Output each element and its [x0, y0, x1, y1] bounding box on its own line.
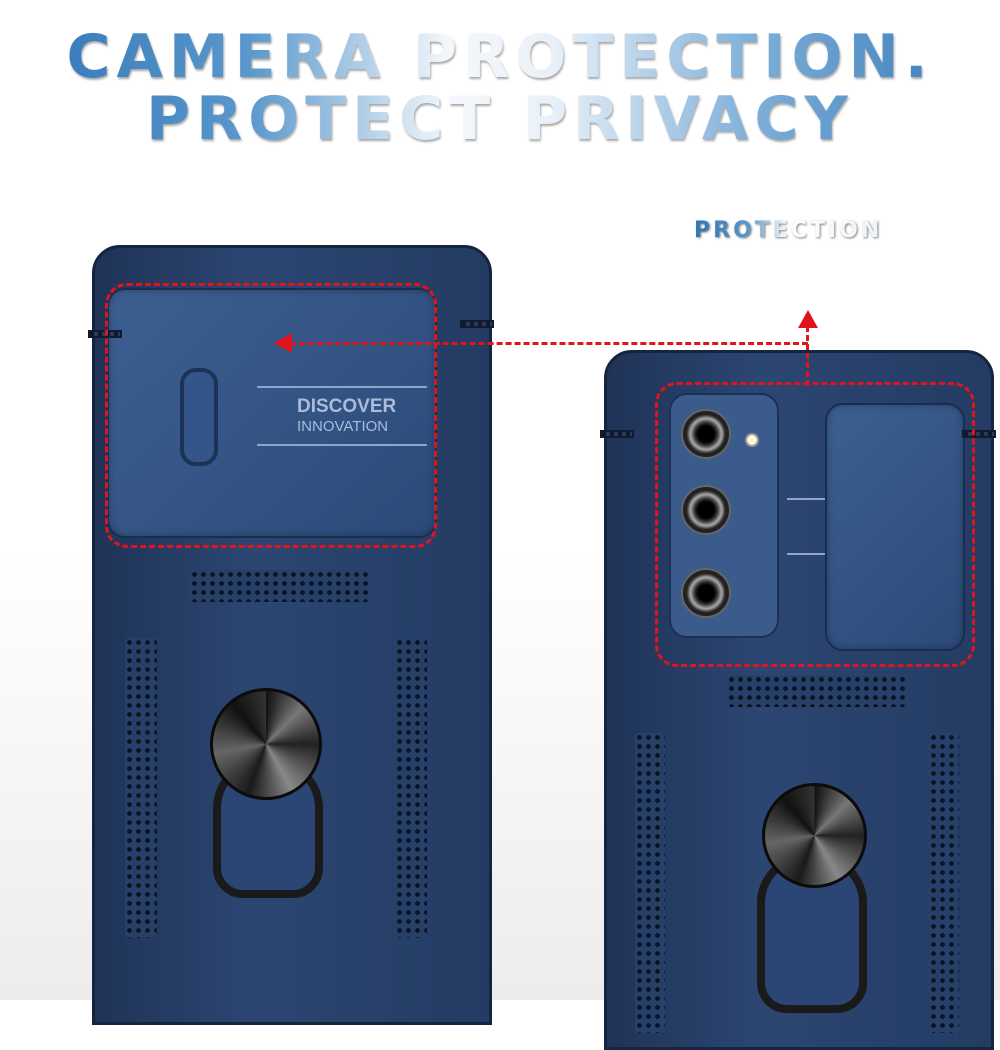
case-logo-line-2: INNOVATION: [297, 418, 389, 435]
camera-slider-closed: [107, 288, 437, 538]
slider-knob: [180, 368, 218, 466]
headline-line-1: CAMERA PROTECTION.: [0, 22, 1000, 92]
divider: [257, 386, 427, 388]
grip-mesh: [125, 638, 157, 938]
camera-lens: [681, 485, 731, 535]
phone-case-closed-camera: DISCOVER INNOVATION: [92, 245, 492, 1025]
side-grip: [460, 320, 494, 328]
grip-mesh: [727, 675, 907, 707]
ring-holder: [210, 688, 322, 800]
arrow-line: [806, 326, 809, 386]
grip-mesh: [635, 733, 665, 1033]
arrow-up-icon: [798, 310, 818, 328]
side-grip: [962, 430, 996, 438]
divider: [787, 553, 825, 555]
phone-case-open-camera: [604, 350, 994, 1050]
flash: [745, 433, 759, 447]
grip-mesh: [929, 733, 959, 1033]
ring-holder: [762, 783, 867, 888]
camera-highlight-left: [105, 283, 437, 548]
protection-callout: PROTECTION: [694, 218, 883, 243]
divider: [787, 498, 825, 500]
headline-line-2: PROTECT PRIVACY: [0, 84, 1000, 154]
camera-lens: [681, 409, 731, 459]
divider: [257, 444, 427, 446]
grip-mesh: [395, 638, 427, 938]
camera-highlight-right: [655, 382, 975, 667]
arrow-line: [290, 342, 808, 345]
arrow-left-icon: [274, 333, 292, 353]
camera-slider-open[interactable]: [825, 403, 965, 651]
grip-mesh: [190, 570, 370, 602]
side-grip: [600, 430, 634, 438]
camera-lens: [681, 568, 731, 618]
case-logo-line-1: DISCOVER: [297, 396, 397, 417]
